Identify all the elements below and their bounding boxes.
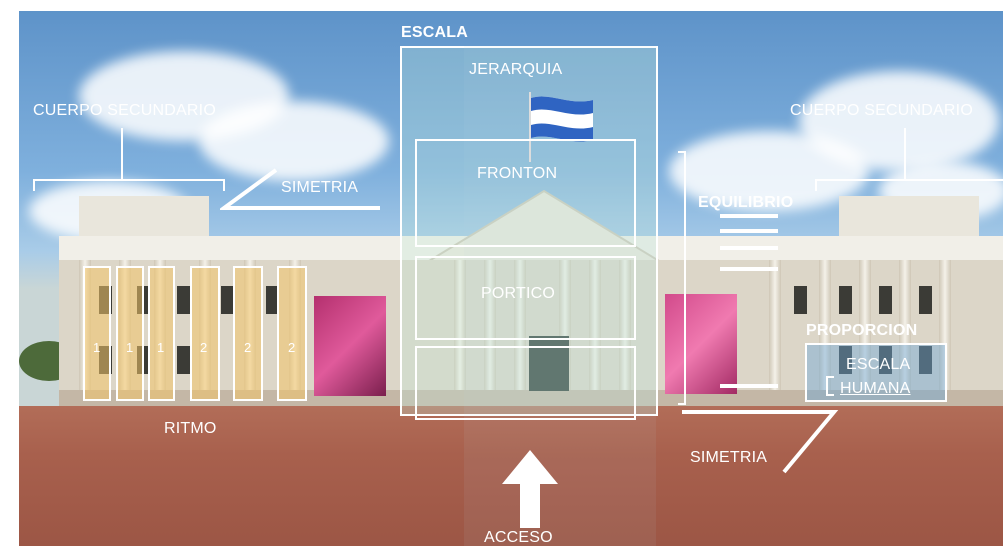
- simetria-top-mark: [220, 168, 380, 210]
- banner-left: [314, 296, 386, 396]
- rhythm-box-4: [190, 266, 220, 401]
- equilibrio-bar: [720, 246, 778, 250]
- fronton-box: [415, 139, 636, 247]
- equilibrio-bar: [720, 214, 778, 218]
- banner-right: [665, 294, 737, 394]
- cuerpo-secundario-right-label: CUERPO SECUNDARIO: [790, 102, 973, 119]
- flag-icon: [529, 92, 593, 162]
- fronton-label: FRONTON: [477, 165, 558, 182]
- rhythm-number: 2: [200, 340, 208, 355]
- portico-label: PORTICO: [481, 285, 556, 302]
- portico-box: [415, 256, 636, 340]
- escala-humana-line1: ESCALA: [846, 356, 911, 373]
- rhythm-number: 2: [244, 340, 252, 355]
- ritmo-label: RITMO: [164, 420, 217, 437]
- rhythm-number: 1: [126, 340, 134, 355]
- escala-label: ESCALA: [401, 24, 468, 41]
- equilibrio-bar: [720, 267, 778, 271]
- rhythm-number: 1: [93, 340, 101, 355]
- up-arrow-icon: [502, 450, 558, 528]
- rhythm-box-1: [83, 266, 111, 401]
- rhythm-number: 2: [288, 340, 296, 355]
- equilibrio-bar: [720, 229, 778, 233]
- cuerpo-secundario-left-label: CUERPO SECUNDARIO: [33, 102, 216, 119]
- jerarquia-label: JERARQUIA: [469, 61, 563, 78]
- proporcion-box: [805, 343, 947, 402]
- equilibrio-label: EQUILIBRIO: [698, 194, 794, 211]
- simetria-bottom-mark: [682, 410, 839, 474]
- acceso-label: ACCESO: [484, 529, 553, 546]
- rhythm-box-3: [148, 266, 175, 401]
- rhythm-box-2: [116, 266, 144, 401]
- proporcion-label: PROPORCION: [806, 322, 918, 339]
- equilibrio-bar: [720, 384, 778, 388]
- rhythm-box-6: [277, 266, 307, 401]
- access-box: [415, 346, 636, 420]
- rhythm-number: 1: [157, 340, 165, 355]
- escala-humana-line2: HUMANA: [840, 380, 911, 397]
- rhythm-box-5: [233, 266, 263, 401]
- simetria-top-label: SIMETRIA: [281, 179, 359, 196]
- simetria-bottom-label: SIMETRIA: [690, 449, 768, 466]
